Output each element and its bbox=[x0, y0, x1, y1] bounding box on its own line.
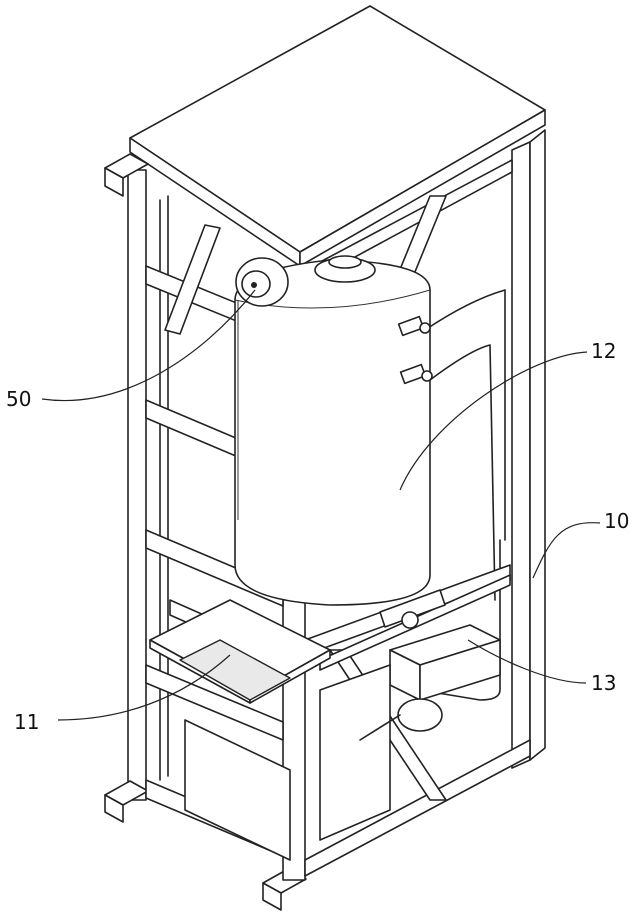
motor-50 bbox=[235, 257, 289, 307]
leader-13 bbox=[467, 639, 587, 684]
tank-12 bbox=[234, 255, 431, 606]
platform-11 bbox=[149, 599, 331, 704]
label-50: 50 bbox=[6, 387, 31, 411]
label-12: 12 bbox=[591, 339, 616, 363]
lower-block bbox=[184, 664, 443, 861]
piping bbox=[397, 289, 506, 701]
top-cover-plate bbox=[129, 5, 546, 267]
leader-12 bbox=[399, 351, 588, 491]
label-10: 10 bbox=[604, 509, 629, 533]
leader-11 bbox=[57, 654, 231, 721]
unit-13 bbox=[389, 624, 501, 701]
label-13: 13 bbox=[591, 671, 616, 695]
reference-labels: 50 12 10 13 11 bbox=[6, 339, 629, 734]
leader-lines bbox=[41, 289, 601, 721]
leader-10 bbox=[532, 522, 601, 579]
leader-50 bbox=[41, 289, 256, 402]
label-11: 11 bbox=[14, 710, 39, 734]
